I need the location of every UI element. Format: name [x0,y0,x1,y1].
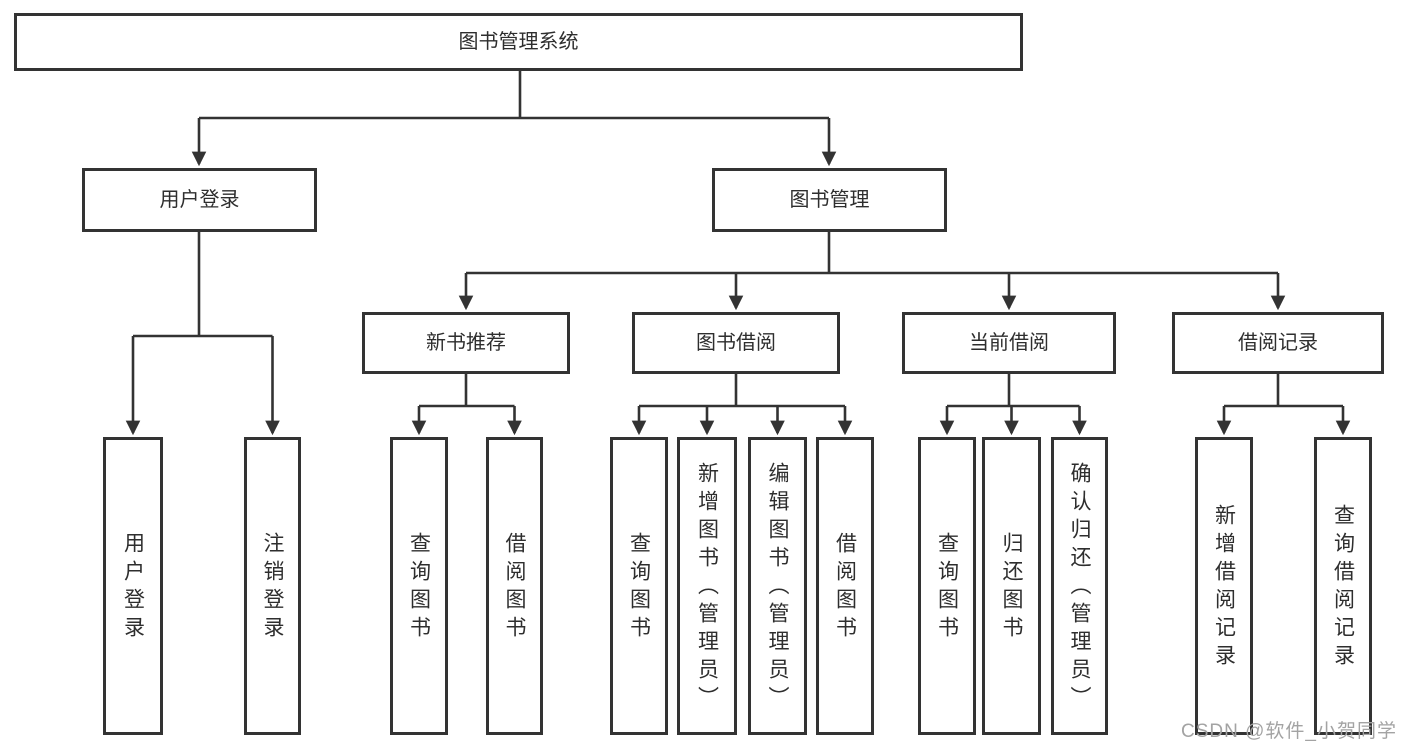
node-current-borrow: 当前借阅 [902,312,1116,374]
node-leaf-confirm-return-admin: 确认归还（管理员） [1051,437,1108,735]
node-leaf-edit-books-admin: 编辑图书（管理员） [748,437,807,735]
node-user-login: 用户登录 [82,168,317,232]
node-leaf-return-books: 归还图书 [982,437,1041,735]
node-leaf-add-borrow-record: 新增借阅记录 [1195,437,1253,735]
node-leaf-query-books-current: 查询图书 [918,437,976,735]
node-leaf-user-login: 用户登录 [103,437,163,735]
node-leaf-logout: 注销登录 [244,437,301,735]
node-leaf-add-books-admin: 新增图书（管理员） [677,437,737,735]
node-leaf-borrow-books: 借阅图书 [816,437,874,735]
node-leaf-query-borrow-record: 查询借阅记录 [1314,437,1372,735]
node-leaf-query-books-recommend: 查询图书 [390,437,448,735]
node-root-library-management-system: 图书管理系统 [14,13,1023,71]
csdn-watermark: CSDN @软件_小贺同学 [1181,721,1397,742]
connector-group [125,71,1351,436]
node-leaf-query-books-borrow: 查询图书 [610,437,668,735]
node-new-book-recommend: 新书推荐 [362,312,570,374]
node-book-management: 图书管理 [712,168,947,232]
node-book-borrow: 图书借阅 [632,312,840,374]
node-borrow-record: 借阅记录 [1172,312,1384,374]
node-leaf-borrow-books-recommend: 借阅图书 [486,437,543,735]
